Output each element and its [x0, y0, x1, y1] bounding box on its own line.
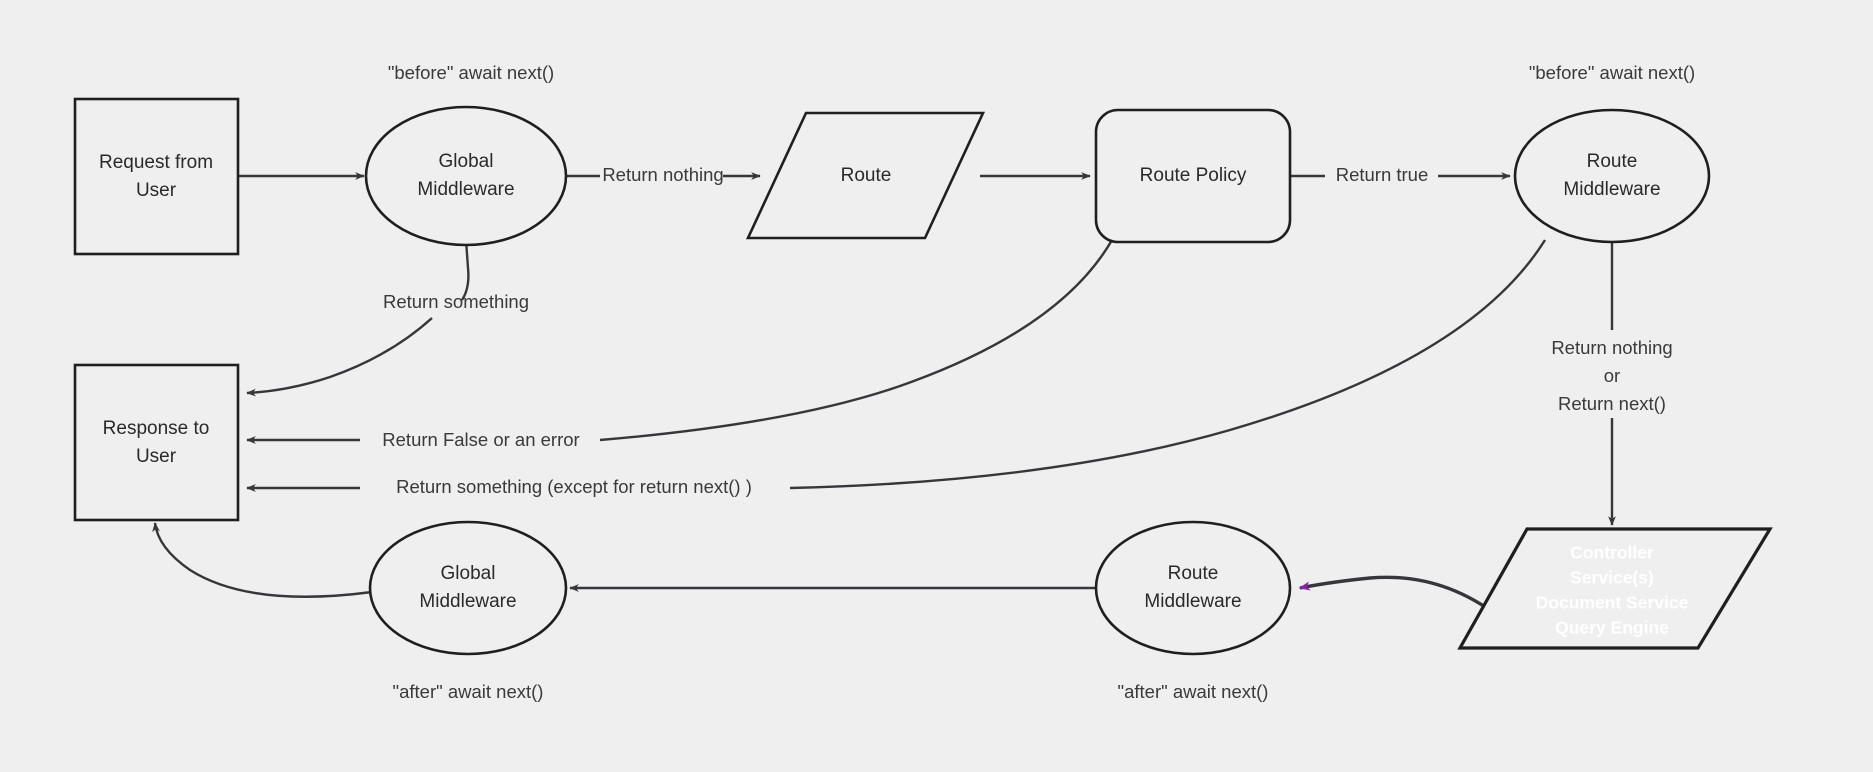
node-route-middleware-after-line2: Middleware	[1144, 591, 1241, 612]
node-route-policy-label: Route Policy	[1140, 165, 1247, 186]
node-global-middleware-before-line2: Middleware	[417, 179, 514, 200]
edge-route-middleware-return-something-curve	[789, 239, 1547, 490]
node-global-middleware-after-line2: Middleware	[419, 591, 516, 612]
node-route-middleware-after[interactable]: Route Middleware	[1094, 520, 1292, 656]
edge-label-return-true: Return true	[1336, 164, 1429, 185]
edge-label-return-false-or-error: Return False or an error	[382, 429, 579, 450]
node-response-to-user-line2: User	[136, 446, 177, 467]
node-controller-services[interactable]: Controller Service(s) Document Service Q…	[1457, 527, 1773, 650]
edge-label-return-something: Return something	[383, 291, 529, 312]
edge-label-return-nothing: Return nothing	[602, 164, 723, 185]
edge-label-return-something-except: Return something (except for return next…	[396, 476, 752, 497]
node-global-middleware-before-line1: Global	[439, 151, 494, 172]
node-response-to-user-line1: Response to	[103, 418, 210, 439]
node-route-middleware-before-line1: Route	[1587, 151, 1638, 172]
edge-global-middleware-after-to-response	[152, 522, 373, 598]
edge-global-middleware-return-something-lower	[246, 317, 433, 397]
node-global-middleware-after[interactable]: Global Middleware	[368, 520, 568, 656]
caption-before-await-next-route: "before" await next()	[1529, 62, 1695, 83]
node-route-middleware-before-line2: Middleware	[1563, 179, 1660, 200]
edge-label-return-nothing-or-next-line3: Return next()	[1558, 393, 1666, 414]
edge-label-return-nothing-or-next-line1: Return nothing	[1551, 337, 1672, 358]
node-controller-services-line3: Document Service	[1536, 593, 1689, 613]
node-request-from-user[interactable]: Request from User	[73, 97, 240, 256]
node-controller-services-line4: Query Engine	[1555, 618, 1669, 638]
edge-global-middleware-return-something-upper	[460, 239, 470, 301]
edge-controller-to-route-middleware-after	[1298, 575, 1500, 618]
node-request-from-user-line2: User	[136, 180, 177, 201]
node-route-label: Route	[841, 165, 892, 186]
caption-before-await-next-global: "before" await next()	[388, 62, 554, 83]
node-controller-services-line2: Service(s)	[1570, 568, 1654, 588]
node-route[interactable]: Route	[745, 111, 986, 240]
edge-route-policy-return-false-curve	[599, 239, 1114, 442]
node-request-from-user-line1: Request from	[99, 152, 213, 173]
caption-after-await-next-global: "after" await next()	[393, 681, 544, 702]
node-route-policy[interactable]: Route Policy	[1094, 108, 1292, 244]
node-route-middleware-before[interactable]: Route Middleware	[1513, 108, 1711, 244]
caption-after-await-next-route: "after" await next()	[1118, 681, 1269, 702]
node-controller-services-line1: Controller	[1570, 543, 1654, 563]
node-global-middleware-before[interactable]: Global Middleware	[364, 105, 568, 247]
node-response-to-user[interactable]: Response to User	[73, 363, 240, 522]
node-route-middleware-after-line1: Route	[1168, 563, 1219, 584]
edge-label-return-nothing-or-next-line2: or	[1604, 365, 1620, 386]
node-global-middleware-after-line1: Global	[441, 563, 496, 584]
